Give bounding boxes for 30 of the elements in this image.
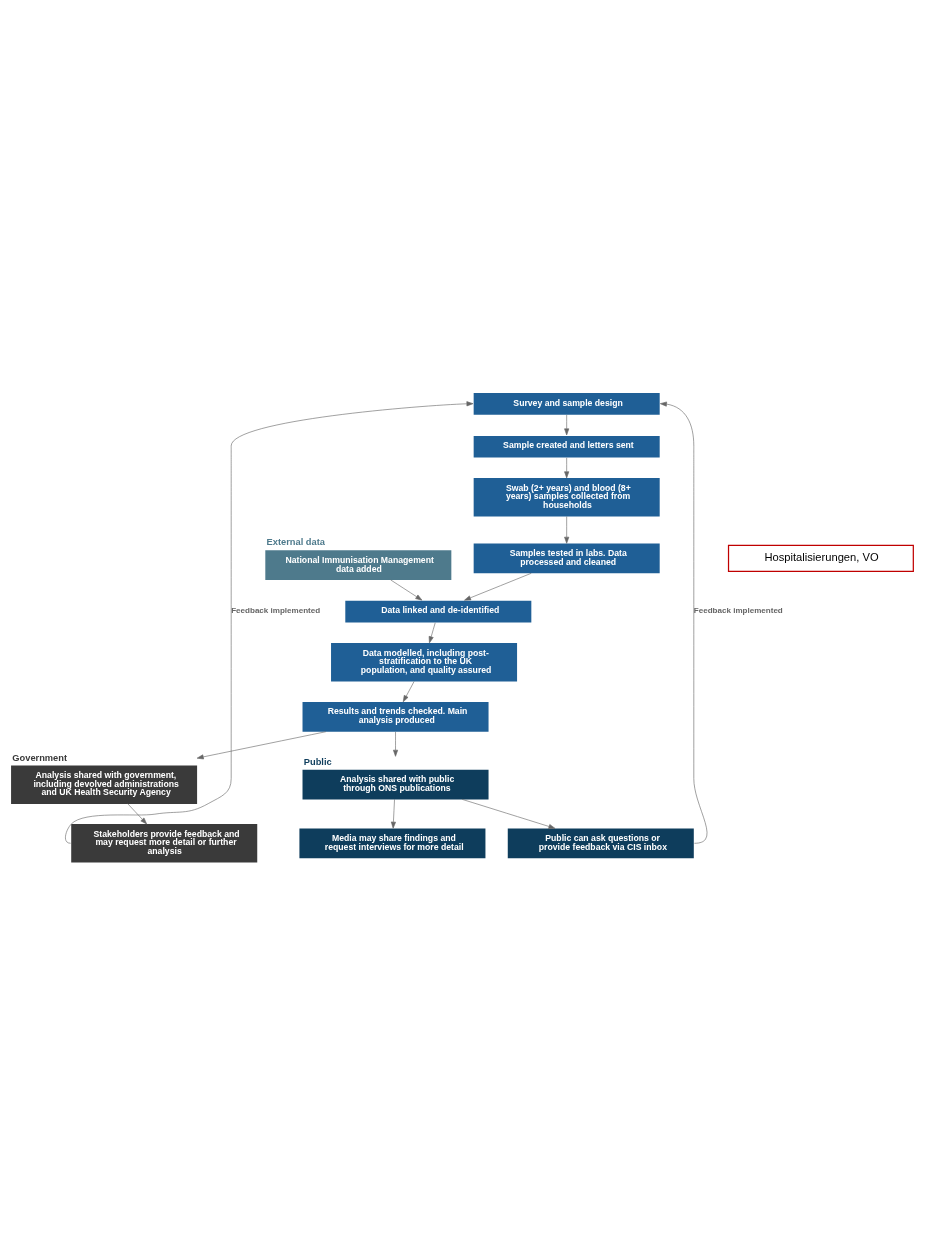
node-box: Sample created and letters sent	[473, 435, 660, 458]
node-label: Government	[12, 752, 68, 763]
arrow	[393, 731, 398, 757]
arrow	[428, 622, 436, 644]
arrow	[564, 516, 570, 544]
node-box: National Immunisation Management data added	[265, 550, 452, 581]
arrow	[196, 731, 327, 760]
node-box: Samples tested in labs. Data processed and cleaned	[473, 543, 660, 574]
arrow	[390, 799, 396, 829]
arrow	[564, 457, 570, 479]
arrow	[660, 401, 708, 844]
node-box: Data modelled, including post-stratification to the UK population, and quality assured	[331, 643, 518, 682]
arrow	[402, 681, 415, 703]
node-box: Stakeholders provide feedback and may request more detail or further analysis	[71, 824, 258, 863]
node-box: Public can ask questions or provide feedback via CIS inbox	[507, 828, 694, 859]
arrow	[461, 799, 556, 829]
node-box: Media may share findings and request interviews for more detail	[299, 828, 486, 859]
node-box: Data linked and de-identified	[345, 600, 532, 623]
arrow	[564, 414, 570, 436]
arrow	[127, 803, 147, 825]
node-box: Swab (2+ years) and blood (8+ years) samples collected from households	[473, 478, 660, 517]
arrow	[464, 572, 532, 601]
node-box: Analysis shared with public through ONS publications	[302, 769, 489, 800]
node-label: External data	[266, 537, 325, 548]
node-box: Results and trends checked. Main analysis produced	[302, 701, 489, 732]
arrow	[390, 579, 423, 601]
node-box: Analysis shared with government, including devolved administrations and UK Health Security Agency	[11, 765, 198, 804]
arrow	[65, 401, 474, 844]
node-box: Survey and sample design	[473, 393, 660, 415]
node-label: Public	[303, 756, 332, 767]
